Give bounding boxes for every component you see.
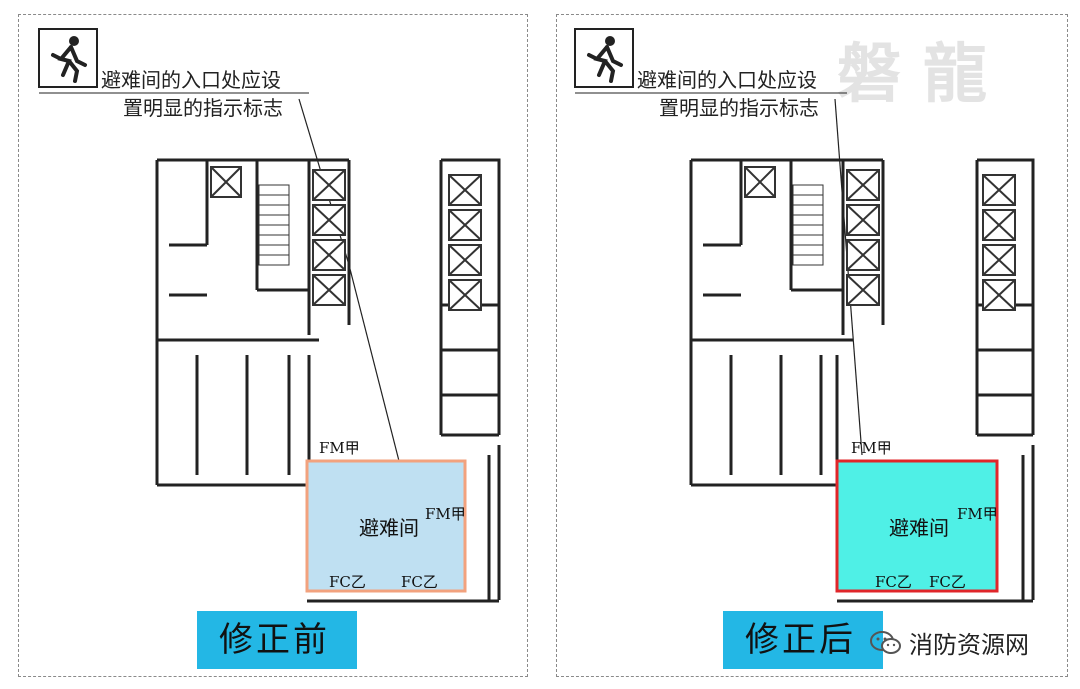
refuge-room — [835, 459, 999, 593]
exit-sign-icon — [38, 28, 309, 94]
callout-line2: 置明显的指示标志 — [659, 96, 819, 120]
door-fm-right: FM甲 — [425, 505, 466, 523]
building-walls — [689, 158, 1035, 600]
window-fc-1: FC乙 — [329, 573, 366, 591]
door-fm-right: FM甲 — [957, 505, 998, 523]
elevator-shafts — [744, 166, 1016, 311]
room-label: 避难间 — [889, 516, 949, 540]
callout-line1: 避难间的入口处应设 — [101, 68, 281, 92]
floor-plan-before: 避难间的入口处应设 置明显的指示标志 — [38, 28, 501, 603]
stairs — [258, 184, 290, 266]
window-fc-1: FC乙 — [875, 573, 912, 591]
stairs — [792, 184, 824, 266]
door-fm-top: FM甲 — [851, 439, 892, 457]
building-walls — [155, 158, 501, 600]
refuge-room — [305, 459, 467, 593]
window-fc-2: FC乙 — [929, 573, 966, 591]
elevator-shafts — [210, 166, 482, 311]
caption-before: 修正前 — [197, 611, 357, 669]
wechat-icon — [870, 630, 901, 654]
exit-sign-icon — [574, 28, 847, 94]
caption-after: 修正后 — [723, 611, 883, 669]
callout-line2: 置明显的指示标志 — [123, 96, 283, 120]
door-fm-top: FM甲 — [319, 439, 360, 457]
panel-before: 避难间的入口处应设 置明显的指示标志 — [18, 14, 528, 677]
room-label: 避难间 — [359, 516, 419, 540]
brand-name: 消防资源网 — [909, 631, 1029, 659]
watermark: 磐龍 — [837, 38, 1009, 112]
panel-after: 磐龍 避难间的入口处应设 置明显的指示标志 — [556, 14, 1068, 677]
window-fc-2: FC乙 — [401, 573, 438, 591]
callout-line1: 避难间的入口处应设 — [637, 68, 817, 92]
floor-plan-after: 避难间的入口处应设 置明显的指示标志 — [574, 28, 1035, 603]
brand: 消防资源网 — [869, 625, 1029, 660]
